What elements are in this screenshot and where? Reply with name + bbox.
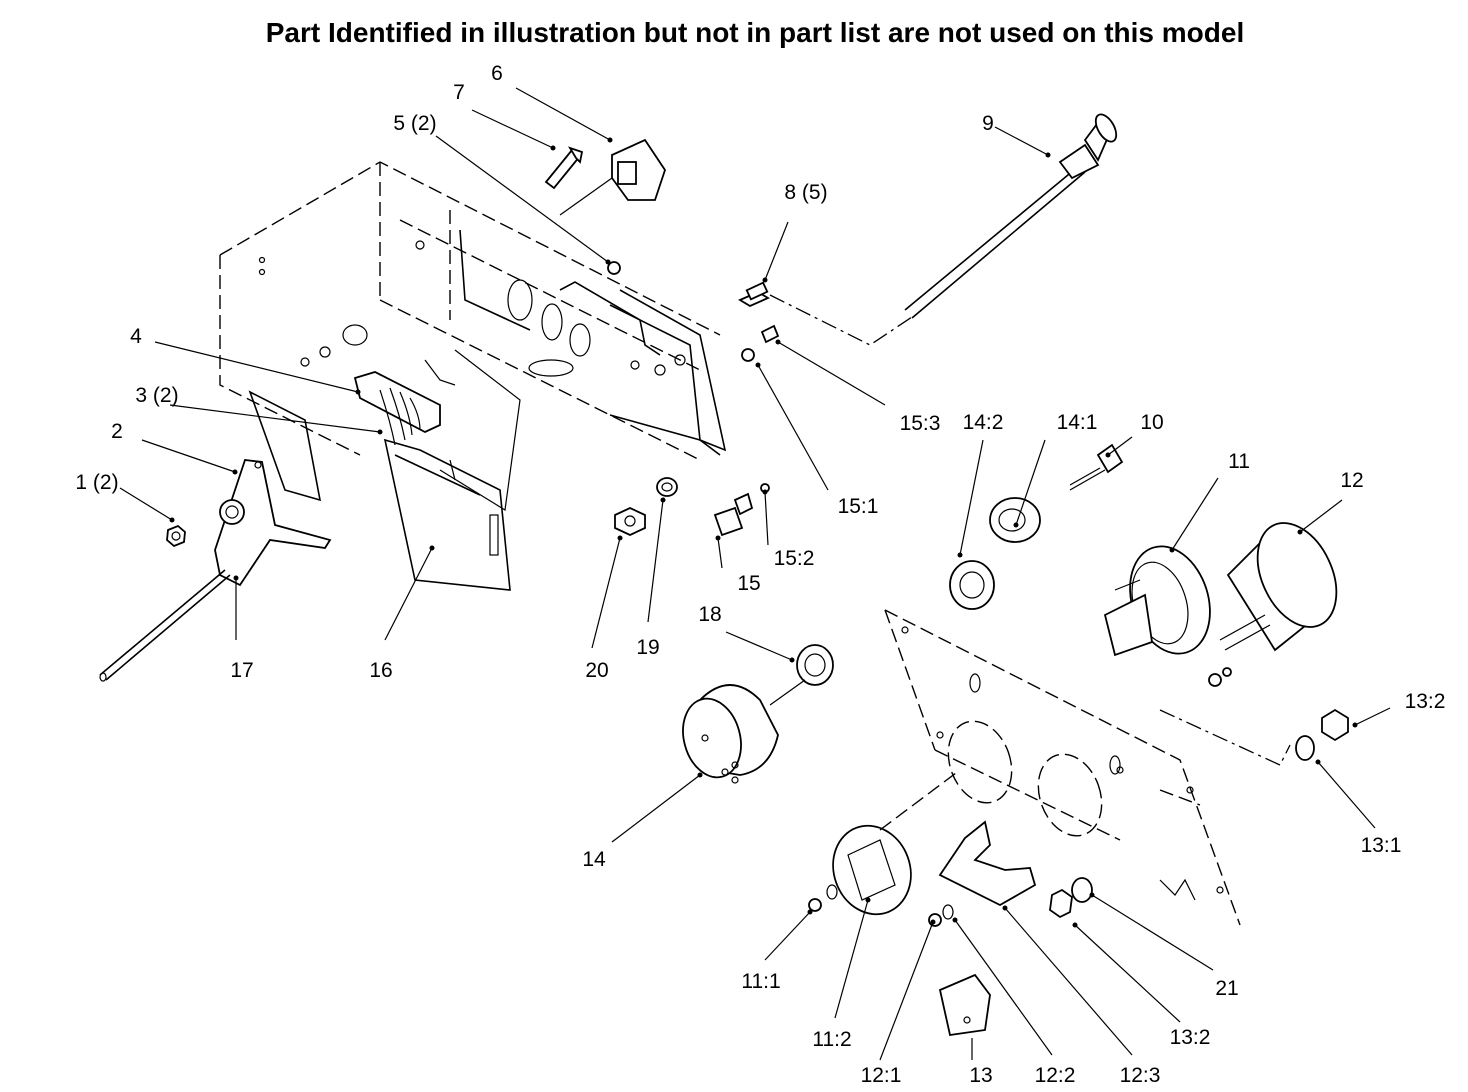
callout-9: 9 [982,112,994,135]
washer-nut-parts-19-20 [614,477,678,536]
callout-7: 7 [453,81,465,104]
callout-21: 21 [1215,977,1238,1000]
callout-5: 5 (2) [393,112,436,135]
callout-4: 4 [130,325,142,348]
callout-11-2: 11:2 [812,1028,851,1051]
instrument-panel-part [884,609,1241,926]
callout-12-1: 12:1 [861,1064,902,1087]
cable-part-9 [769,113,1118,346]
callout-15-3: 15:3 [900,412,941,435]
callout-15-2: 15:2 [774,547,815,570]
callout-labels: 6 7 5 (2) 9 8 (5) 4 3 (2) 2 1 (2) 17 16 … [75,62,1445,1087]
gauge-part-12 [1208,522,1338,687]
callout-19: 19 [636,636,659,659]
callout-13-2-lower: 13:2 [1170,1026,1211,1049]
leader-lines [119,87,1391,1061]
harness-connector-part [353,359,456,446]
callout-11: 11 [1228,450,1250,473]
callout-15-1: 15:1 [838,495,879,518]
callout-11-1: 11:1 [741,970,780,993]
knob-part-6 [559,138,666,216]
spacer-part-8 [738,281,770,308]
callout-13: 13 [969,1064,992,1087]
lever-assembly-part [99,390,332,682]
callout-14-1: 14:1 [1057,411,1098,434]
callout-10: 10 [1140,411,1163,434]
callout-6: 6 [491,62,503,85]
callout-1: 1 (2) [75,471,118,494]
callout-2: 2 [111,420,123,443]
callout-8: 8 (5) [784,181,827,204]
callout-17: 17 [230,659,253,682]
diagram-title: Part Identified in illustration but not … [266,17,1244,48]
bolt-part-7 [544,146,584,190]
callout-20: 20 [585,659,608,682]
callout-16: 16 [369,659,392,682]
callout-14: 14 [582,848,606,871]
gauge-part-11 [1103,545,1211,657]
bezel-and-bracket-parts [808,769,1037,927]
fastener-parts-13 [938,708,1349,1037]
callout-13-1: 13:1 [1361,834,1402,857]
switch-part-15 [713,324,780,537]
hour-meter-part-14 [682,644,834,784]
callout-13-2-upper: 13:2 [1405,690,1446,713]
callout-12-3: 12:3 [1120,1064,1161,1087]
callout-12: 12 [1340,469,1363,492]
control-box-bracket [219,161,727,461]
callout-14-2: 14:2 [963,411,1004,434]
circuit-board-part [383,349,521,591]
nut-part-5 [607,261,621,275]
callout-3: 3 (2) [135,384,178,407]
callout-18: 18 [698,603,721,626]
key-switch-part-10 [949,443,1124,610]
callout-15: 15 [737,572,760,595]
nut-part-1 [166,524,186,548]
callout-12-2: 12:2 [1035,1064,1076,1087]
